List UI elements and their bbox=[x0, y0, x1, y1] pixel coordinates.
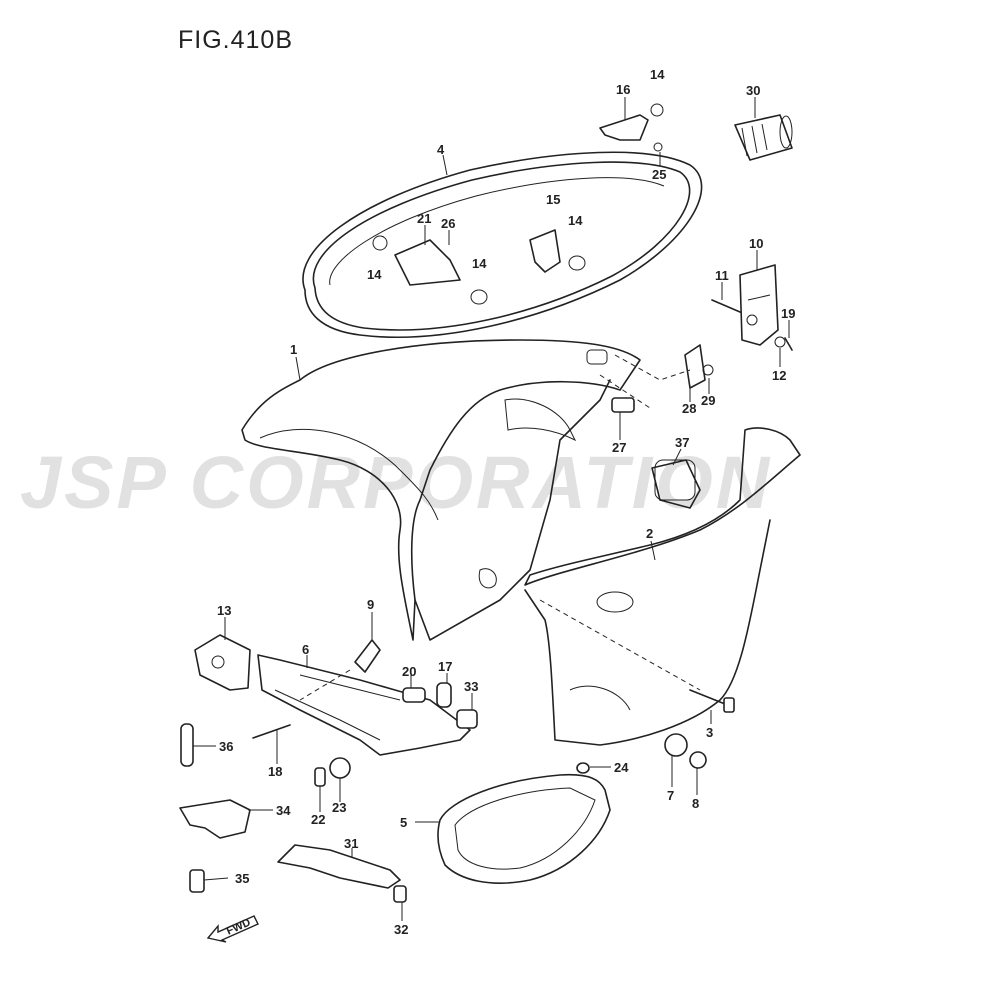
part-pad-20[interactable] bbox=[402, 687, 426, 703]
part-washer-12[interactable] bbox=[774, 336, 786, 348]
part-upper-bracket[interactable] bbox=[599, 103, 664, 152]
part-bolt-18[interactable] bbox=[252, 724, 291, 739]
callout-35: 35 bbox=[235, 871, 249, 886]
part-left-bracket[interactable] bbox=[372, 235, 488, 305]
callout-9: 9 bbox=[367, 597, 374, 612]
callout-22: 22 bbox=[311, 812, 325, 827]
callout-16: 16 bbox=[616, 82, 630, 97]
part-lower-plate[interactable] bbox=[437, 773, 611, 884]
callout-12: 12 bbox=[772, 368, 786, 383]
callout-20: 20 bbox=[402, 664, 416, 679]
callout-18: 18 bbox=[268, 764, 282, 779]
callout-3: 3 bbox=[706, 725, 713, 740]
callout-19: 19 bbox=[781, 306, 795, 321]
callout-14-middle: 14 bbox=[472, 256, 487, 271]
callout-4: 4 bbox=[437, 142, 445, 157]
part-pin-11[interactable] bbox=[711, 299, 741, 313]
part-bolt-22[interactable] bbox=[314, 767, 326, 787]
part-lower-side-cover[interactable] bbox=[524, 427, 801, 746]
part-latch[interactable] bbox=[739, 264, 779, 346]
part-bush-7[interactable] bbox=[664, 733, 688, 757]
part-pin-17[interactable] bbox=[436, 682, 452, 708]
part-clip-24[interactable] bbox=[576, 762, 590, 774]
part-bush-23[interactable] bbox=[329, 757, 351, 779]
callout-6: 6 bbox=[302, 642, 309, 657]
callout-14-left: 14 bbox=[367, 267, 382, 282]
callout-29: 29 bbox=[701, 393, 715, 408]
part-bracket-28[interactable] bbox=[684, 344, 714, 389]
part-clip-33[interactable] bbox=[456, 709, 478, 729]
callout-30: 30 bbox=[746, 83, 760, 98]
part-screw-8[interactable] bbox=[689, 751, 707, 769]
callout-7: 7 bbox=[667, 788, 674, 803]
watermark-text: JSP CORPORATION bbox=[20, 441, 773, 524]
callout-28: 28 bbox=[682, 401, 696, 416]
part-clip-19[interactable] bbox=[784, 337, 793, 351]
part-plate[interactable] bbox=[179, 799, 251, 839]
part-front-bracket[interactable] bbox=[257, 654, 471, 756]
part-clip-27[interactable] bbox=[611, 397, 635, 413]
part-bolt-32[interactable] bbox=[393, 885, 407, 903]
callout-21: 21 bbox=[417, 211, 431, 226]
callout-1: 1 bbox=[290, 342, 297, 357]
callout-5: 5 bbox=[400, 815, 407, 830]
part-pin-36[interactable] bbox=[180, 723, 194, 767]
callout-15: 15 bbox=[546, 192, 560, 207]
callout-37: 37 bbox=[675, 435, 689, 450]
part-bolt-35[interactable] bbox=[189, 869, 205, 893]
callout-33: 33 bbox=[464, 679, 478, 694]
part-seal-ring[interactable] bbox=[302, 151, 703, 338]
part-middle-bracket[interactable] bbox=[529, 229, 586, 273]
callout-23: 23 bbox=[332, 800, 346, 815]
fwd-arrow-icon: FWD bbox=[206, 915, 259, 943]
part-block-37[interactable] bbox=[651, 459, 701, 509]
part-upper-side-cover[interactable] bbox=[241, 339, 641, 641]
callout-2: 2 bbox=[646, 526, 653, 541]
callout-36: 36 bbox=[219, 739, 233, 754]
figure-title: FIG.410B bbox=[178, 26, 293, 54]
callout-26: 26 bbox=[441, 216, 455, 231]
callout-24: 24 bbox=[614, 760, 629, 775]
part-bolt-3[interactable] bbox=[689, 689, 735, 713]
callout-13: 13 bbox=[217, 603, 231, 618]
callout-31: 31 bbox=[344, 836, 358, 851]
callout-34: 34 bbox=[276, 803, 291, 818]
callout-25: 25 bbox=[652, 167, 666, 182]
callout-10: 10 bbox=[749, 236, 763, 251]
callout-14-top: 14 bbox=[650, 67, 665, 82]
callout-14-right: 14 bbox=[568, 213, 583, 228]
part-grommet[interactable] bbox=[734, 114, 793, 161]
callout-11: 11 bbox=[715, 268, 729, 283]
part-lower-bracket[interactable] bbox=[277, 844, 401, 889]
callout-32: 32 bbox=[394, 922, 408, 937]
callout-27: 27 bbox=[612, 440, 626, 455]
callout-17: 17 bbox=[438, 659, 452, 674]
part-clip-9[interactable] bbox=[354, 639, 381, 673]
part-side-cap[interactable] bbox=[194, 634, 251, 691]
callout-8: 8 bbox=[692, 796, 699, 811]
fwd-label: FWD bbox=[225, 916, 253, 937]
